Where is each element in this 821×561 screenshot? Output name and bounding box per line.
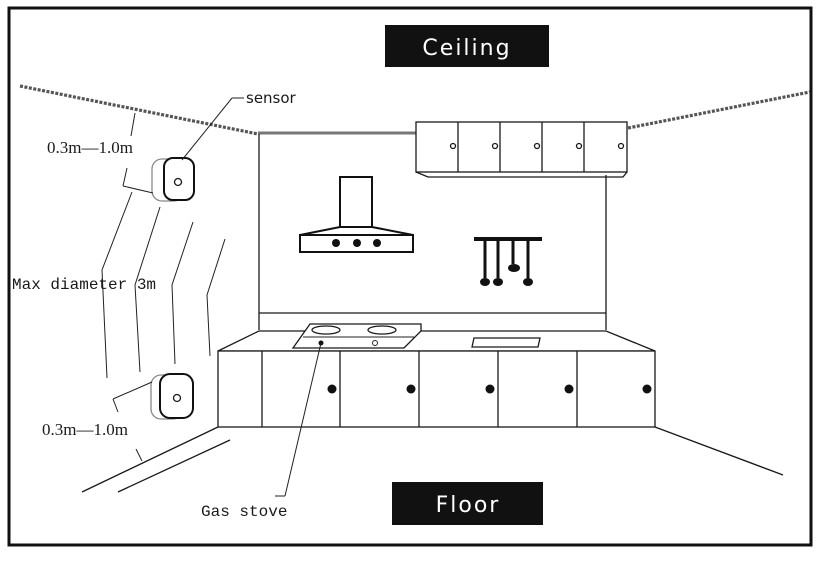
ceiling-label-box (385, 25, 549, 67)
sensor-bottom (150, 373, 194, 420)
upper-cabinet-bottom (415, 171, 628, 178)
sensor-top: sensor (151, 89, 297, 202)
utensil (480, 241, 490, 286)
sensor-indicator-icon (173, 177, 183, 187)
utensil (523, 241, 533, 286)
hood-light (353, 239, 361, 247)
gas-stove-callout: Gas stove (201, 342, 322, 521)
back-wall (258, 134, 607, 330)
floor-edge-left-inner (117, 439, 231, 493)
upper-cabinet-body (415, 121, 628, 173)
ceiling-edges (19, 84, 811, 136)
gas-stove-icon (291, 323, 422, 349)
hood-chimney (339, 176, 373, 228)
sensor-label: sensor (246, 89, 297, 107)
lower-cabinet-knob (564, 384, 574, 394)
stove-body (291, 323, 422, 349)
max-diameter-label: Max diameter 3m (12, 276, 156, 294)
countertop (217, 330, 656, 352)
upper-cabinet-knob (617, 142, 625, 150)
floor-label: Floor (392, 482, 543, 525)
diffusion-line (206, 238, 226, 357)
utensil (508, 241, 520, 272)
gas-stove-leader-line (284, 342, 322, 497)
lower-cabinets (217, 350, 656, 428)
floor-edges (81, 426, 784, 493)
stove-knob (372, 340, 378, 346)
lower-cabinet-knob (642, 384, 652, 394)
countertop-surface (217, 330, 656, 352)
ceiling-edge-right (627, 90, 811, 130)
outer-frame (7, 6, 813, 547)
sink (471, 337, 541, 348)
sink-icon (471, 337, 541, 348)
diffusion-line (134, 206, 161, 373)
hood-canopy (299, 226, 414, 236)
diffusion-line (171, 221, 194, 365)
stove-burner (367, 325, 397, 335)
upper-cabinet-knob (575, 142, 583, 150)
floor-distance-label: 0.3m—1.0m (42, 420, 128, 439)
hanging-utensils-icon (474, 237, 542, 286)
hood-light (373, 239, 381, 247)
gas-stove-label: Gas stove (201, 503, 287, 521)
lower-cabinet-knob (406, 384, 416, 394)
lower-cabinet-knob (327, 384, 337, 394)
hood-light (332, 239, 340, 247)
upper-cabinet-knob (449, 142, 457, 150)
sensor-leader-line (181, 97, 233, 161)
floor-edge-right (654, 426, 784, 476)
ceiling-label-text: Ceiling (422, 36, 511, 61)
upper-cabinets (415, 121, 628, 178)
diffusion-line (101, 191, 133, 379)
ceiling-distance-label: 0.3m—1.0m (47, 138, 133, 157)
floor-distance-annotation: 0.3m—1.0m (42, 381, 153, 462)
upper-cabinet-knob (491, 142, 499, 150)
floor-label-text: Floor (436, 493, 501, 518)
lower-cabinet-body (217, 350, 656, 428)
diffusion-lines (101, 191, 226, 379)
sensor-indicator-icon (172, 393, 182, 403)
floor-edge-left (81, 426, 219, 493)
floor-label-box (392, 482, 543, 525)
upper-cabinet-knob (533, 142, 541, 150)
lower-cabinet-knob (485, 384, 495, 394)
ceiling-distance-annotation: 0.3m—1.0m (47, 112, 154, 194)
stove-burner (311, 325, 341, 335)
utensil (493, 241, 503, 286)
range-hood-icon (299, 176, 414, 253)
ceiling-label: Ceiling (385, 25, 549, 67)
utensil-rail (474, 237, 542, 241)
